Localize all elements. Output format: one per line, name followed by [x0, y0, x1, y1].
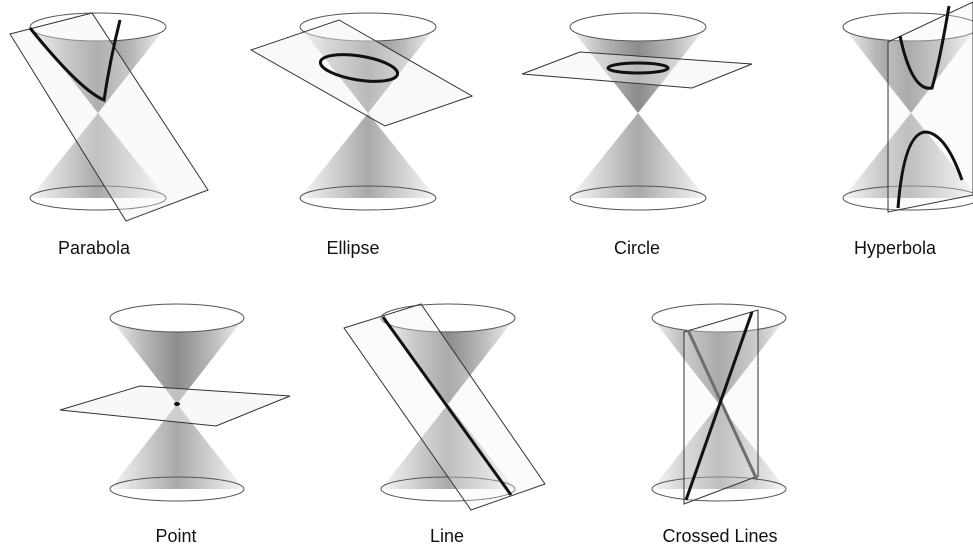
double-cone	[570, 13, 706, 210]
crossed-lines-diagram	[600, 300, 840, 525]
caption-ellipse: Ellipse	[273, 238, 433, 259]
panel-parabola: Parabola	[0, 0, 220, 260]
panel-hyperbola: Hyperbola	[830, 0, 973, 260]
cutting-plane	[60, 386, 290, 426]
panel-point: Point	[50, 300, 310, 553]
top-rim	[570, 13, 706, 41]
hyperbola-diagram	[830, 0, 973, 240]
parabola-diagram	[0, 0, 220, 240]
lower-nappe	[300, 113, 436, 198]
caption-hyperbola: Hyperbola	[820, 238, 970, 259]
caption-point: Point	[96, 526, 256, 547]
cutting-plane	[251, 20, 472, 126]
cutting-plane	[522, 52, 752, 88]
point-mark	[174, 402, 180, 406]
line-diagram	[335, 300, 560, 525]
panel-crossed-lines: Crossed Lines	[600, 300, 840, 553]
caption-circle: Circle	[557, 238, 717, 259]
panel-line: Line	[335, 300, 560, 553]
caption-parabola: Parabola	[14, 238, 174, 259]
panel-ellipse: Ellipse	[245, 0, 475, 260]
point-diagram	[50, 300, 310, 525]
ellipse-diagram	[245, 0, 475, 240]
panel-circle: Circle	[520, 0, 760, 260]
circle-diagram	[520, 0, 760, 240]
caption-crossed-lines: Crossed Lines	[640, 526, 800, 547]
caption-line: Line	[367, 526, 527, 547]
top-rim	[110, 304, 244, 332]
lower-nappe	[570, 113, 706, 198]
